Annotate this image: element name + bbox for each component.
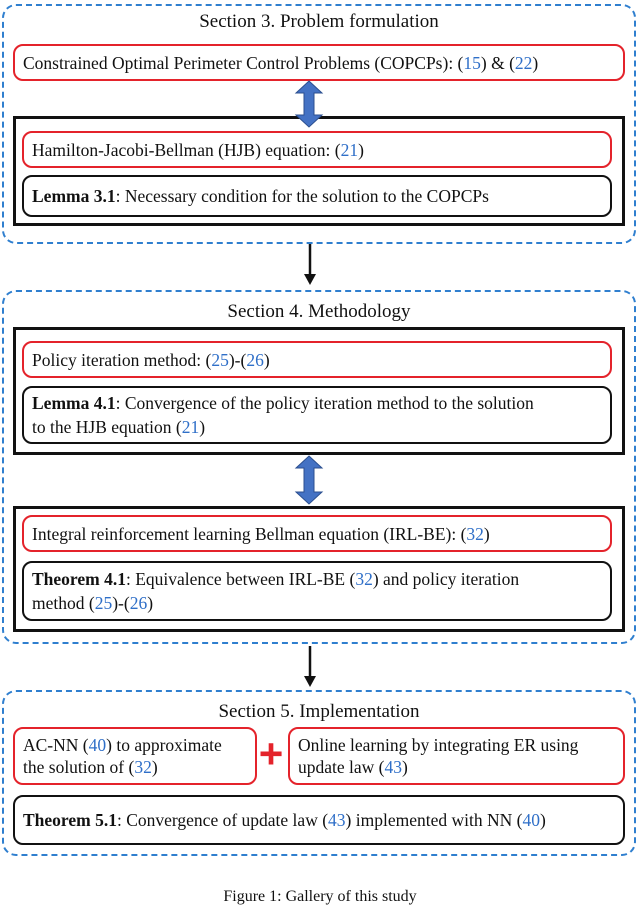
ref-22[interactable]: 22 xyxy=(514,52,533,73)
figure-caption: Figure 1: Gallery of this study xyxy=(223,888,417,905)
ref-15[interactable]: 15 xyxy=(463,52,481,73)
section-4-upper-frame xyxy=(13,327,625,455)
down-arrow-icon xyxy=(304,646,316,687)
section-3-container xyxy=(2,4,636,244)
ref-32[interactable]: 32 xyxy=(355,569,373,589)
section-4-container xyxy=(2,290,636,644)
theorem-5-1-text: Theorem 5.1: Convergence of update law (… xyxy=(23,810,546,830)
plus-icon: + xyxy=(258,730,284,777)
ref-21[interactable]: 21 xyxy=(340,139,359,160)
section-3-title: Section 3. Problem formulation xyxy=(199,11,439,32)
hjb-text: Hamilton-Jacobi-Bellman (HJB) equation: … xyxy=(32,139,364,160)
theorem-4-1-text: Theorem 4.1: Equivalence between IRL-BE … xyxy=(32,569,520,613)
ref-26[interactable]: 26 xyxy=(129,593,148,613)
section-4-lower-frame xyxy=(13,506,625,632)
lemma-3-1-text: Lemma 3.1: Necessary condition for the s… xyxy=(32,186,489,206)
ref-26[interactable]: 26 xyxy=(246,349,264,370)
double-arrow-icon xyxy=(294,455,324,505)
ref-43[interactable]: 43 xyxy=(384,757,403,777)
ref-43[interactable]: 43 xyxy=(328,810,346,830)
ref-40[interactable]: 40 xyxy=(522,810,540,830)
copcp-box: Constrained Optimal Perimeter Control Pr… xyxy=(13,44,625,81)
ref-40[interactable]: 40 xyxy=(88,735,107,755)
double-arrow-icon xyxy=(294,80,324,128)
ref-25[interactable]: 25 xyxy=(211,349,229,370)
policy-iteration-box: Policy iteration method: (25)-(26) xyxy=(22,341,612,378)
irl-be-box: Integral reinforcement learning Bellman … xyxy=(22,515,612,552)
section-4-title: Section 4. Methodology xyxy=(227,301,411,322)
ref-32[interactable]: 32 xyxy=(466,523,484,544)
ref-21[interactable]: 21 xyxy=(181,417,200,437)
lemma-4-1-box: Lemma 4.1: Convergence of the policy ite… xyxy=(22,386,612,444)
ref-32[interactable]: 32 xyxy=(134,757,152,777)
policy-iteration-text: Policy iteration method: (25)-(26) xyxy=(32,349,270,370)
section-5-container xyxy=(2,690,636,856)
down-arrow-icon xyxy=(304,244,316,285)
lemma-4-1-text: Lemma 4.1: Convergence of the policy ite… xyxy=(32,393,534,437)
ref-25[interactable]: 25 xyxy=(94,593,113,613)
theorem-4-1-box: Theorem 4.1: Equivalence between IRL-BE … xyxy=(22,561,612,621)
lemma-3-1-box: Lemma 3.1: Necessary condition for the s… xyxy=(22,175,612,217)
irl-be-text: Integral reinforcement learning Bellman … xyxy=(32,523,490,544)
section-5-title: Section 5. Implementation xyxy=(218,701,420,722)
theorem-5-1-box: Theorem 5.1: Convergence of update law (… xyxy=(13,795,625,845)
hjb-box: Hamilton-Jacobi-Bellman (HJB) equation: … xyxy=(22,131,612,168)
copcp-text: Constrained Optimal Perimeter Control Pr… xyxy=(23,52,539,73)
